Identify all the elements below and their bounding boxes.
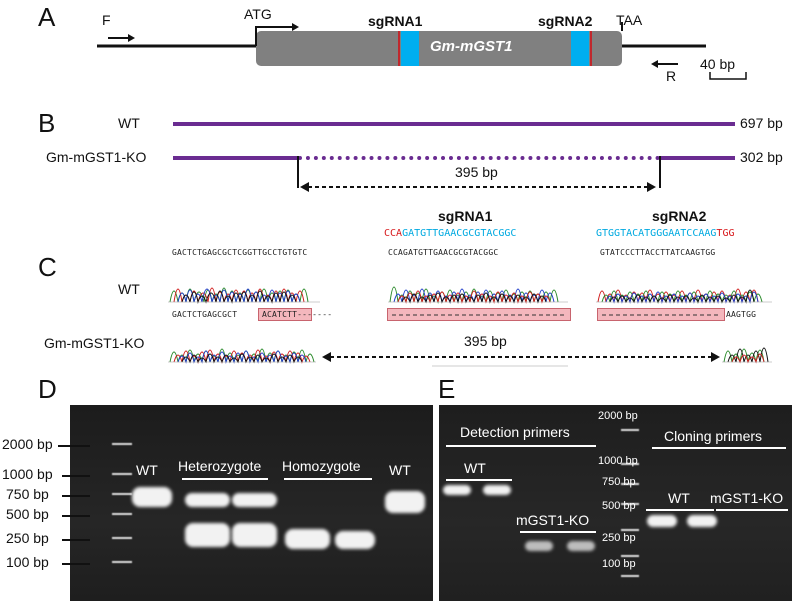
ko-amplicon-left: [173, 156, 298, 160]
clon-ko-label: mGST1-KO: [710, 490, 784, 506]
band-det-wt-1: [443, 485, 471, 495]
scale-bar: [709, 72, 747, 80]
clon-wt-label: WT: [668, 490, 690, 506]
sgrna2-box: [571, 31, 589, 66]
sgrna2-label: sgRNA2: [538, 13, 593, 29]
band-wt-1: [132, 487, 172, 507]
wt-trace-3: [597, 288, 763, 304]
panel-a-label: A: [38, 2, 56, 32]
deletion-end-tick: [659, 156, 661, 188]
cloning-primers-label: Cloning primers: [664, 428, 763, 444]
ko-chromatogram-label: Gm-mGST1-KO: [44, 335, 145, 351]
wt-seq-segment2: CCAGATGTTGAACGCGTACGGC: [388, 248, 499, 257]
sgrna1-target-seq: CCAGATGTTGAACGCGTACGGC: [384, 228, 517, 239]
ko-deleted-highlight-1: [258, 308, 312, 321]
lane-label-wt-1: WT: [136, 462, 158, 478]
ko-deletion-label: 395 bp: [464, 333, 507, 349]
ladder-e-250: 250 bp: [602, 532, 636, 544]
panel-b-label: B: [38, 108, 56, 138]
ko-amplicon-right: [660, 156, 735, 160]
ladder-d-1000: 1000 bp: [2, 466, 53, 482]
wt-seq-segment1: GACTCTGAGCGCTCGGTTGCCTGTGTC: [172, 248, 308, 257]
ladder-d-250: 250 bp: [6, 530, 49, 546]
det-ko-label: mGST1-KO: [516, 512, 590, 528]
deletion-size-label: 395 bp: [455, 164, 498, 180]
ko-amplicon-size: 302 bp: [740, 149, 783, 165]
ko-seq-segment3: AAGTGG: [726, 310, 757, 319]
gene-box: [256, 31, 622, 66]
det-wt-label: WT: [464, 460, 486, 476]
ko-deleted-region: [298, 156, 660, 160]
wt-chromatogram-label: WT: [118, 281, 140, 297]
ladder-d-2000: 2000 bp: [2, 436, 53, 452]
ko-trace-1: [169, 348, 315, 364]
band-det-wt-2: [483, 485, 511, 495]
band-het2-lower: [232, 523, 277, 547]
sgrna1-box: [401, 31, 419, 66]
panel-e-label: E: [438, 374, 456, 404]
forward-primer-label: F: [102, 12, 111, 28]
sequencing-chromatograms: [168, 286, 772, 367]
wt-trace-2: [389, 286, 559, 304]
gel-image-e: [439, 405, 792, 601]
ko-seq-segment1-deleted: ACATCTT-------: [262, 310, 333, 319]
deletion-span-arrow: [300, 182, 656, 192]
deletion-start-tick: [297, 156, 299, 188]
ladder-d-500: 500 bp: [6, 506, 49, 522]
wt-seq-segment3: GTATCCCTTACCTTATCAAGTGG: [600, 248, 716, 257]
ladder-e-500: 500 bp: [602, 500, 636, 512]
start-codon-arrow: [255, 26, 292, 46]
ko-row-label: Gm-mGST1-KO: [46, 149, 147, 165]
reverse-primer-label: R: [666, 68, 677, 84]
panel-c-label: C: [38, 252, 57, 282]
ladder-e-100: 100 bp: [602, 558, 636, 570]
taa-label: TAA: [616, 12, 643, 28]
wt-amplicon-size: 697 bp: [740, 115, 783, 131]
band-het1-upper: [185, 493, 230, 507]
ko-trace-3: [723, 347, 769, 364]
band-clon-wt-2: [687, 515, 717, 527]
wt-trace-1: [169, 287, 309, 304]
band-clon-wt-1: [647, 515, 677, 527]
gel-image-d: [70, 405, 433, 601]
ko-seq-segment1: GACTCTGAGCGCT: [172, 310, 238, 319]
gene-name-label: Gm-mGST1: [430, 38, 513, 55]
scale-bar-label: 40 bp: [700, 56, 736, 72]
panel-d-label: D: [38, 374, 57, 404]
gene-structure-diagram: [97, 22, 747, 80]
lane-label-heterozygote: Heterozygote: [178, 458, 262, 474]
band-homo-1: [285, 529, 330, 549]
ladder-d-100: 100 bp: [6, 554, 49, 570]
sgrna1-label: sgRNA1: [368, 13, 423, 29]
lane-label-wt-2: WT: [389, 462, 411, 478]
sgrna2-target-seq: GTGGTACATGGGAATCCAAGTGG: [596, 228, 735, 239]
ladder-e-750: 750 bp: [602, 476, 636, 488]
band-het1-lower: [185, 523, 230, 547]
atg-label: ATG: [244, 6, 272, 22]
band-homo-2: [335, 531, 375, 549]
ladder-e-1000: 1000 bp: [598, 455, 638, 467]
sgrna2-seq-title: sgRNA2: [652, 208, 707, 224]
band-wt-2: [385, 491, 425, 513]
band-det-ko-1: [525, 541, 553, 551]
ladder-e-2000: 2000 bp: [598, 410, 638, 422]
detection-primers-label: Detection primers: [460, 424, 570, 440]
wt-amplicon-line: [173, 122, 735, 126]
lane-label-homozygote: Homozygote: [282, 458, 361, 474]
wt-row-label: WT: [118, 115, 140, 131]
ladder-d-750: 750 bp: [6, 486, 49, 502]
ko-deletion-arrow: [322, 352, 720, 362]
band-det-ko-2: [567, 541, 595, 551]
band-het2-upper: [232, 493, 277, 507]
sgrna1-seq-title: sgRNA1: [438, 208, 493, 224]
